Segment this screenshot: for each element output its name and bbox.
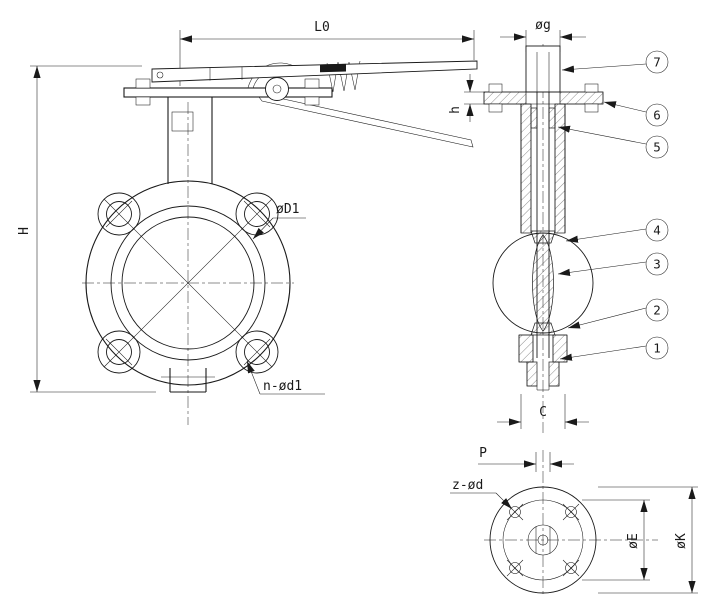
dim-label-h: H [17, 227, 32, 235]
plate-bolt-right-nut [304, 96, 320, 106]
bottom-bolt-holes [506, 503, 580, 577]
diagonal-centerline-2 [103, 198, 273, 368]
leader-z-holes: z-ød [450, 478, 513, 510]
label-bolt-holes: n-ød1 [263, 379, 302, 394]
lever-grip-block [320, 63, 346, 73]
lever-handle [151, 60, 478, 83]
callout-balloon-7 [645, 50, 669, 74]
callout-balloon-5 [645, 135, 669, 159]
butterfly-disc [532, 234, 554, 332]
callout-balloon-6 [645, 103, 669, 127]
bottom-view: P z-ød øE øK [450, 446, 698, 596]
bolt-hole-ticks [105, 200, 271, 366]
dim-label-e: øE [626, 533, 641, 549]
dimension-h: H [17, 65, 156, 393]
dim-label-l0: L0 [314, 20, 330, 35]
dimension-flange-h: h [448, 74, 484, 122]
label-bolt-circle: øD1 [276, 202, 299, 217]
seat-top [530, 230, 556, 244]
callout-number-7: 7 [653, 55, 661, 70]
plate-bolt-left-head [135, 78, 151, 89]
callout-balloon-1 [645, 336, 669, 360]
dim-label-c: C [539, 405, 547, 420]
gland-left [530, 107, 538, 129]
stem-boss-circle [527, 524, 559, 556]
dim-label-k: øK [674, 533, 689, 549]
callout-number-4: 4 [653, 223, 661, 238]
leader-bolt-circle: øD1 [252, 202, 306, 240]
handle-assembly [123, 60, 478, 148]
neck-window [171, 111, 194, 132]
flange-outer-circle [489, 486, 597, 594]
flange-bolt-left-nut [488, 103, 503, 113]
callout-number-5: 5 [653, 140, 661, 155]
callout-balloon-3 [645, 252, 669, 276]
dim-label-flange-h: h [448, 106, 463, 114]
dimension-c: C [497, 394, 589, 429]
mounting-plate [123, 87, 333, 98]
label-z-holes: z-ød [452, 478, 483, 493]
flange-bolt-left-head [488, 83, 503, 93]
disc-section [492, 230, 594, 336]
dimension-p: P [478, 446, 574, 472]
bolt-hole-cross-ticks [506, 503, 580, 577]
callout-balloon-4 [645, 218, 669, 242]
spring [326, 60, 361, 93]
plate-bolt-right-head [304, 78, 320, 89]
dim-label-g: øg [535, 18, 551, 33]
callout-balloon-2 [645, 298, 669, 322]
stem-center-hole [537, 534, 549, 546]
trigger-rod [255, 92, 474, 148]
dimension-e: øE [582, 499, 650, 581]
leader-bolt-holes: n-ød1 [246, 360, 325, 395]
stem-top [525, 45, 561, 93]
ratchet-pivot [265, 77, 289, 101]
callout-number-3: 3 [653, 257, 661, 272]
lever-end-hole [156, 71, 164, 79]
callout-number-1: 1 [653, 341, 661, 356]
callout-number-2: 2 [653, 303, 661, 318]
flange-lugs [97, 192, 279, 374]
valve-neck [167, 97, 213, 184]
gland-right [548, 107, 556, 129]
flange-bolt-right-head [584, 83, 599, 93]
bolt-circle [502, 499, 584, 581]
dim-label-p: P [479, 446, 487, 461]
seat-bottom [530, 322, 556, 336]
part-callouts: 7 6 5 4 3 2 1 [557, 50, 669, 361]
side-view: øg h [448, 18, 669, 433]
valve-body [82, 102, 294, 425]
flange-bolt-right-nut [584, 103, 599, 113]
plate-bolt-left-nut [135, 96, 151, 106]
bottom-feet [161, 368, 215, 393]
top-flange [483, 83, 604, 113]
dimension-k: øK [598, 486, 698, 594]
callout-number-6: 6 [653, 108, 661, 123]
front-view: L0 H [17, 20, 478, 425]
